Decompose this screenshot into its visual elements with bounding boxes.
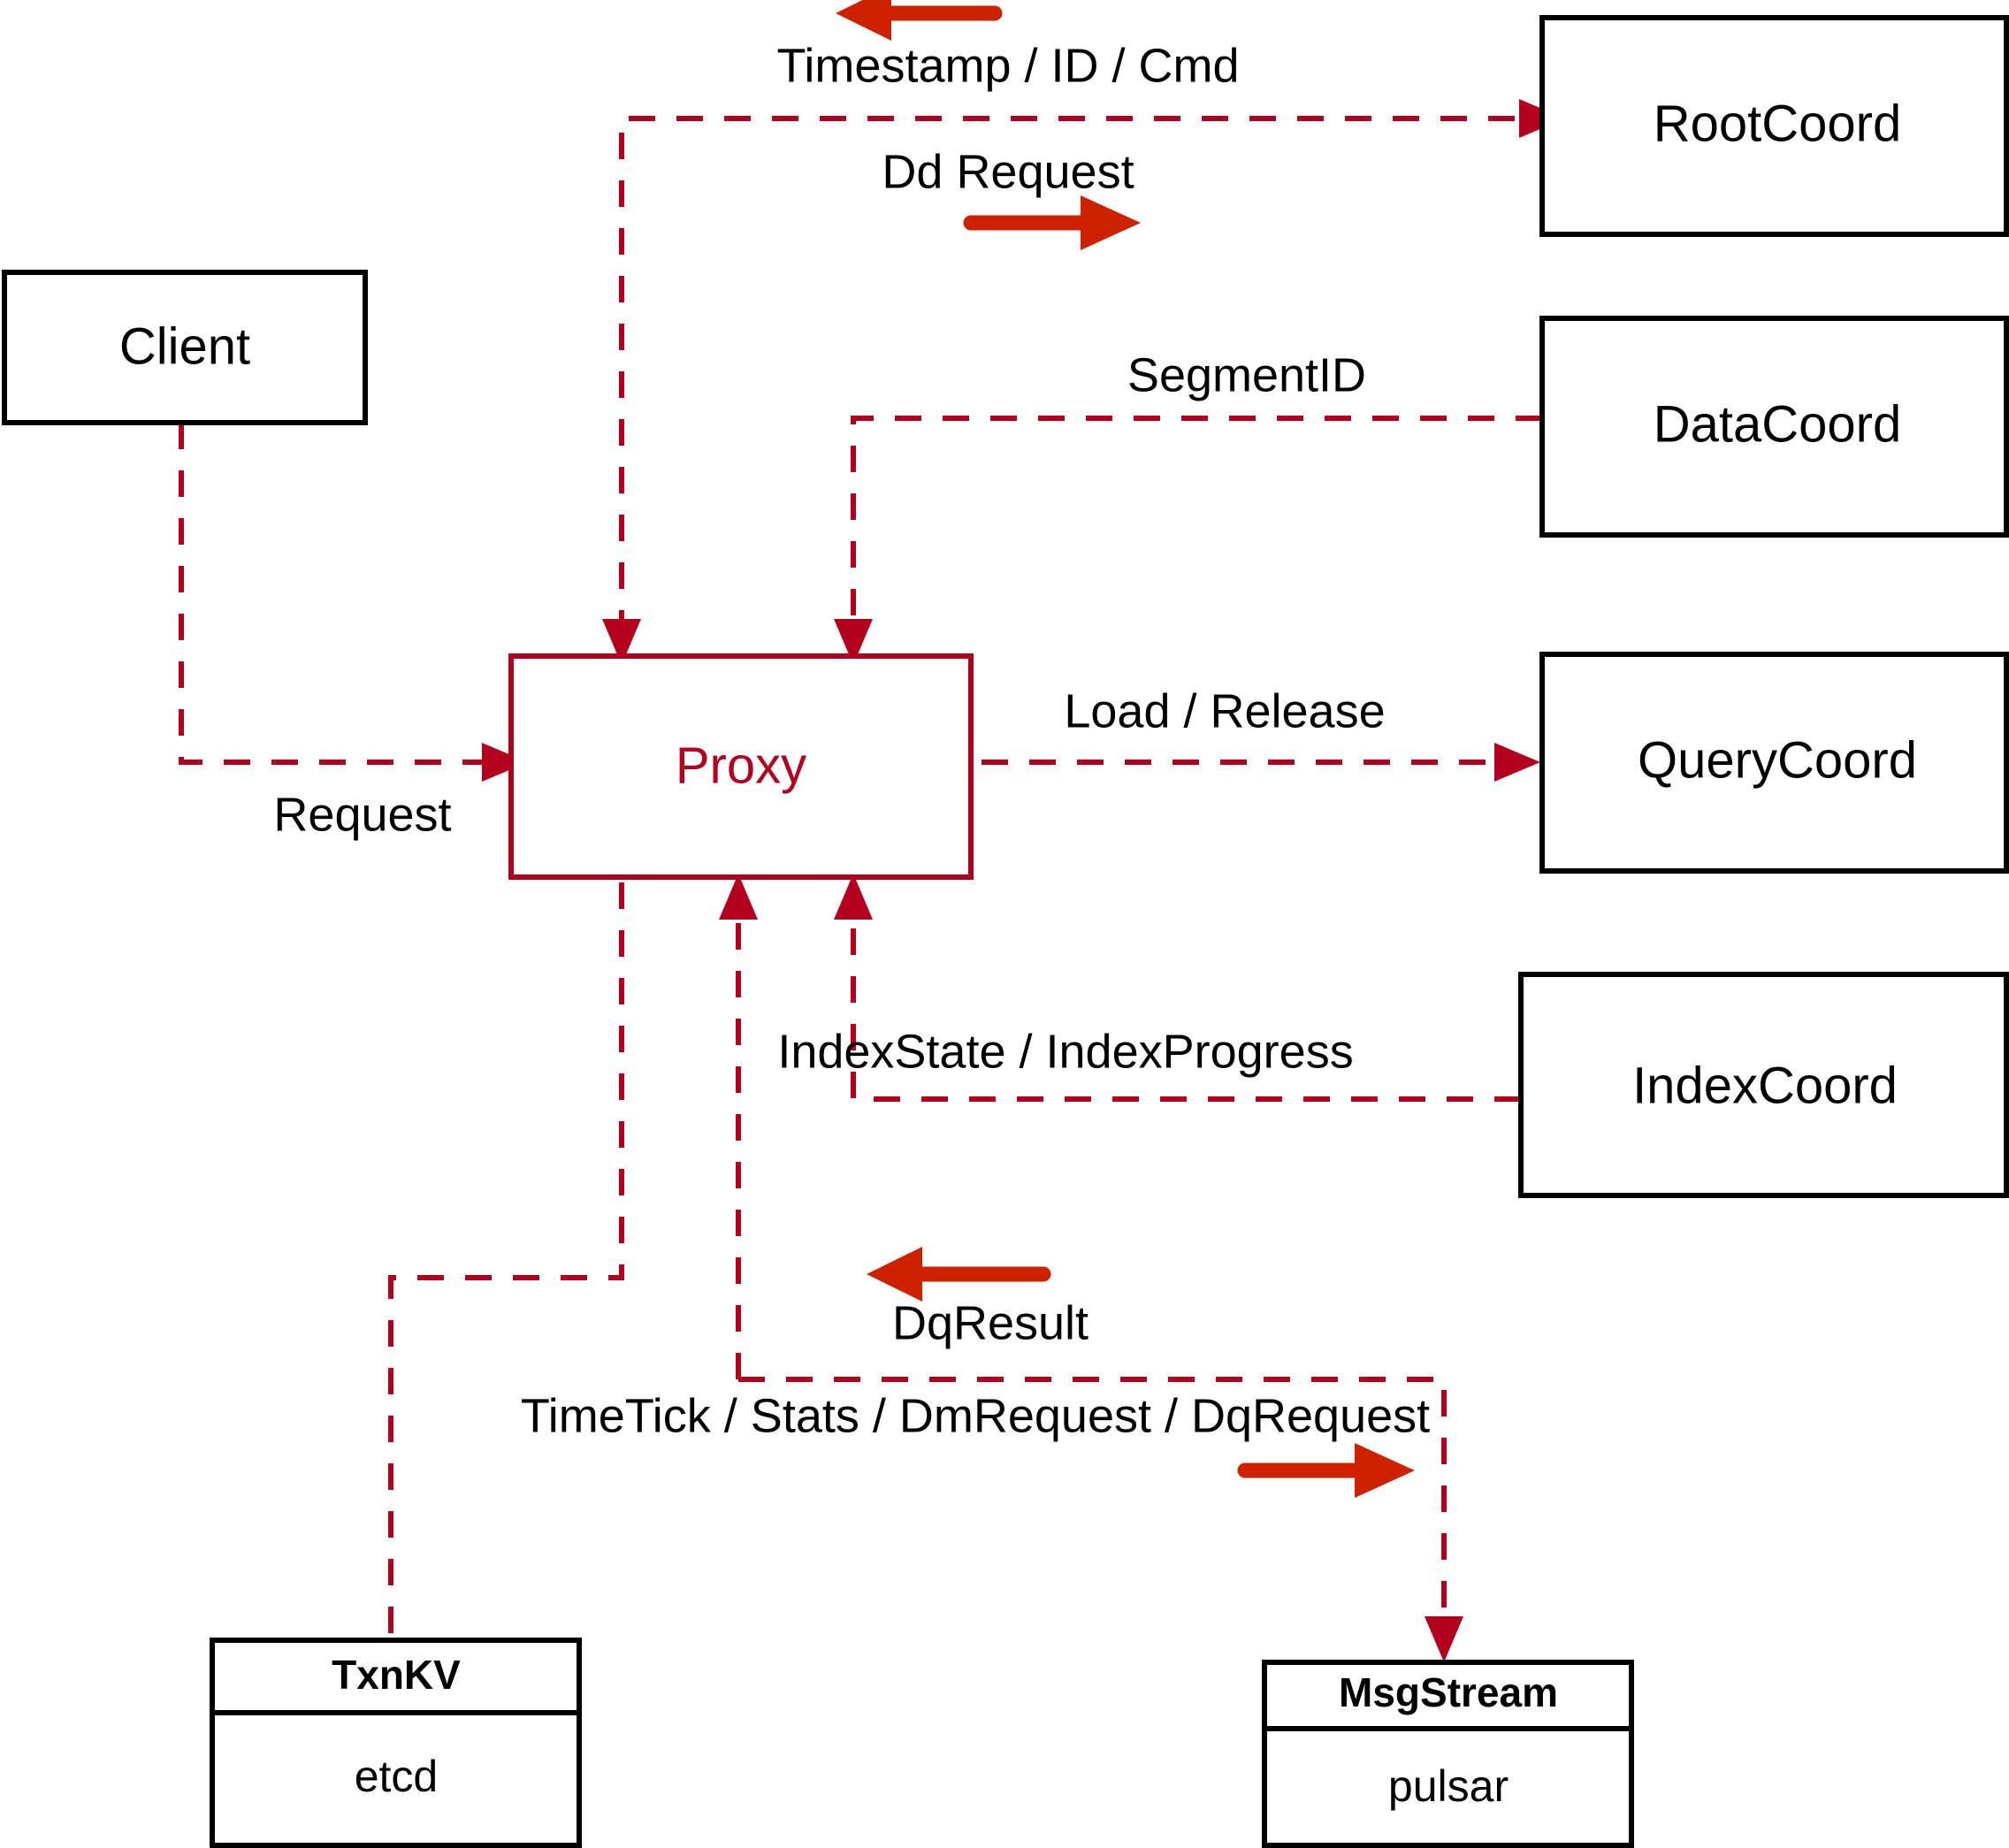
label-segmentid: SegmentID	[1127, 348, 1366, 401]
label-dqresult: DqResult	[892, 1296, 1089, 1349]
node-proxy-box	[508, 653, 974, 880]
label-timestamp-id-cmd-group: Timestamp / ID / Cmd	[776, 0, 1240, 92]
node-proxy[interactable]: Proxy	[508, 653, 974, 880]
edge-proxy-msgstream	[719, 874, 1463, 1662]
node-msgstream-label: MsgStream	[1339, 1669, 1558, 1715]
node-datacoord-box	[1539, 316, 2009, 538]
node-rootcoord-box	[1539, 15, 2009, 237]
edge-indexcoord-proxy	[834, 874, 1521, 1102]
edge-indexcoord-arrowhead-up	[834, 874, 873, 920]
edge-proxy-querycoord	[982, 743, 1540, 782]
node-client-label: Client	[119, 317, 250, 375]
node-proxy-label: Proxy	[676, 737, 806, 794]
node-datacoord-label: DataCoord	[1654, 395, 1901, 453]
edge-client-path	[179, 423, 482, 765]
left-arrow-head-timestamp	[836, 0, 891, 41]
edge-client-arrowhead-right	[482, 743, 528, 782]
node-datacoord[interactable]: DataCoord	[1539, 316, 2009, 538]
edge-datacoord-proxy	[834, 416, 1542, 665]
node-querycoord[interactable]: QueryCoord	[1539, 652, 2009, 874]
label-timetick-group: TimeTick / Stats / DmRequest / DqRequest	[521, 1389, 1430, 1498]
edge-rootcoord-arrowhead-down	[602, 619, 641, 665]
edge-proxy-txnkv	[388, 882, 624, 1640]
node-querycoord-label: QueryCoord	[1638, 731, 1917, 789]
node-indexcoord-box	[1518, 972, 2009, 1198]
label-load-release: Load / Release	[1064, 684, 1385, 737]
edge-msgstream-arrowhead-up	[719, 874, 758, 920]
label-timestamp-id-cmd: Timestamp / ID / Cmd	[776, 39, 1239, 92]
label-timetick-stats-dmrequest-dqrequest: TimeTick / Stats / DmRequest / DqRequest	[521, 1389, 1430, 1442]
node-txnkv-box	[210, 1638, 582, 1848]
right-arrow-head-ddrequest	[1081, 195, 1141, 250]
edge-datacoord-arrowhead-down	[834, 619, 873, 665]
edge-msgstream-arrowhead-down	[1425, 1616, 1463, 1662]
node-indexcoord-label: IndexCoord	[1632, 1057, 1898, 1114]
node-querycoord-box	[1539, 652, 2009, 874]
edge-rootcoord-path	[619, 116, 1519, 637]
node-txnkv-label: TxnKV	[332, 1652, 461, 1698]
label-dd-request: Dd Request	[882, 145, 1134, 198]
edge-client-proxy	[179, 423, 528, 782]
right-arrow-head-timetick	[1355, 1443, 1415, 1498]
label-dd-request-group: Dd Request	[882, 145, 1141, 250]
node-client-box	[2, 270, 368, 425]
node-client[interactable]: Client	[2, 270, 368, 425]
node-txnkv-sublabel: etcd	[355, 1752, 439, 1801]
edge-querycoord-arrowhead-right	[1494, 743, 1540, 782]
edge-indexcoord-path	[851, 920, 1521, 1102]
left-arrow-head-dqresult	[867, 1247, 922, 1302]
node-msgstream-box	[1262, 1660, 1634, 1848]
node-msgstream[interactable]: MsgStream pulsar	[1262, 1660, 1634, 1848]
label-dqresult-group: DqResult	[867, 1247, 1089, 1349]
node-rootcoord[interactable]: RootCoord	[1539, 15, 2009, 237]
node-msgstream-sublabel: pulsar	[1388, 1761, 1509, 1811]
edge-txnkv-path	[388, 882, 624, 1640]
node-indexcoord[interactable]: IndexCoord	[1518, 972, 2009, 1198]
label-indexstate-indexprogress: IndexState / IndexProgress	[777, 1025, 1353, 1078]
node-txnkv[interactable]: TxnKV etcd	[210, 1638, 582, 1848]
edge-msgstream-down-path	[738, 1377, 1447, 1616]
edge-datacoord-path	[851, 416, 1542, 637]
node-rootcoord-label: RootCoord	[1654, 95, 1901, 152]
label-request: Request	[273, 788, 451, 841]
